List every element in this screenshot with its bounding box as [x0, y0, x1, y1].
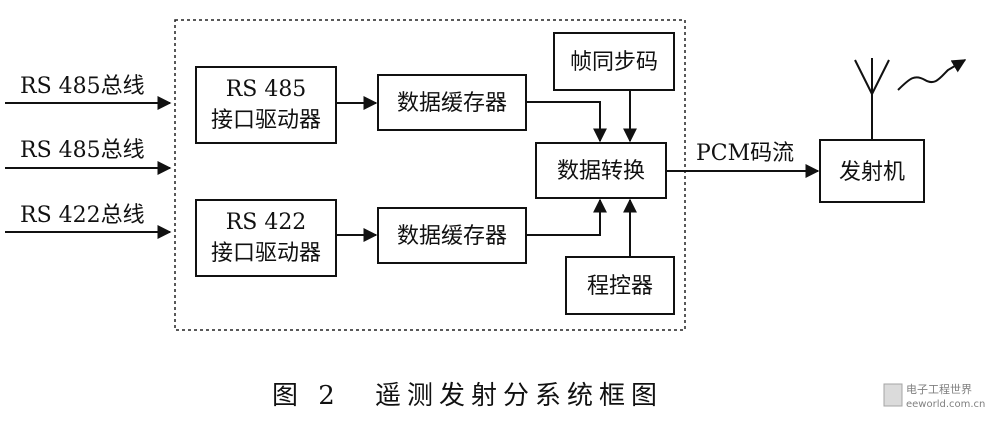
transmitter-label: 发射机 [839, 160, 905, 185]
buffer-bottom-block: 数据缓存器 [377, 207, 527, 264]
rs422-bus-label: RS 422总线 [20, 203, 145, 228]
rs485-driver-line1: RS 485 [226, 77, 307, 102]
transmitter-block: 发射机 [819, 139, 925, 203]
arrow-buffer-bottom-to-convert [526, 198, 607, 236]
eeworld-watermark: 电子工程世界 eeworld.com.cn [883, 383, 985, 410]
watermark-url: eeworld.com.cn [906, 399, 985, 410]
data-convert-block: 数据转换 [535, 142, 667, 199]
program-control-label: 程控器 [587, 274, 653, 299]
frame-sync-label: 帧同步码 [570, 50, 658, 75]
figure-title: 遥测发射分系统框图 [375, 381, 663, 411]
rs422-driver-line2: 接口驱动器 [211, 241, 321, 266]
antenna-icon [854, 58, 890, 140]
buffer-bottom-label: 数据缓存器 [397, 224, 507, 249]
watermark-name: 电子工程世界 [906, 383, 972, 396]
buffer-top-label: 数据缓存器 [397, 91, 507, 116]
frame-sync-block: 帧同步码 [553, 32, 675, 91]
figure-number: 图 2 [272, 381, 341, 411]
rs485-driver-line2: 接口驱动器 [211, 108, 321, 133]
rs485-bus-2-label: RS 485总线 [20, 138, 145, 163]
radio-wave-icon [897, 59, 967, 91]
rs422-driver-block: RS 422 接口驱动器 [195, 199, 337, 277]
arrow-buffer-top-to-convert [526, 101, 607, 143]
rs422-driver-line1: RS 422 [226, 210, 307, 235]
eeworld-logo-icon [883, 383, 903, 407]
rs485-bus-1-label: RS 485总线 [20, 74, 145, 99]
program-control-block: 程控器 [565, 256, 675, 315]
pcm-stream-label: PCM码流 [696, 141, 794, 166]
buffer-top-block: 数据缓存器 [377, 74, 527, 131]
data-convert-label: 数据转换 [557, 159, 645, 184]
rs485-driver-block: RS 485 接口驱动器 [195, 66, 337, 144]
subsystem-boundary [174, 19, 686, 331]
